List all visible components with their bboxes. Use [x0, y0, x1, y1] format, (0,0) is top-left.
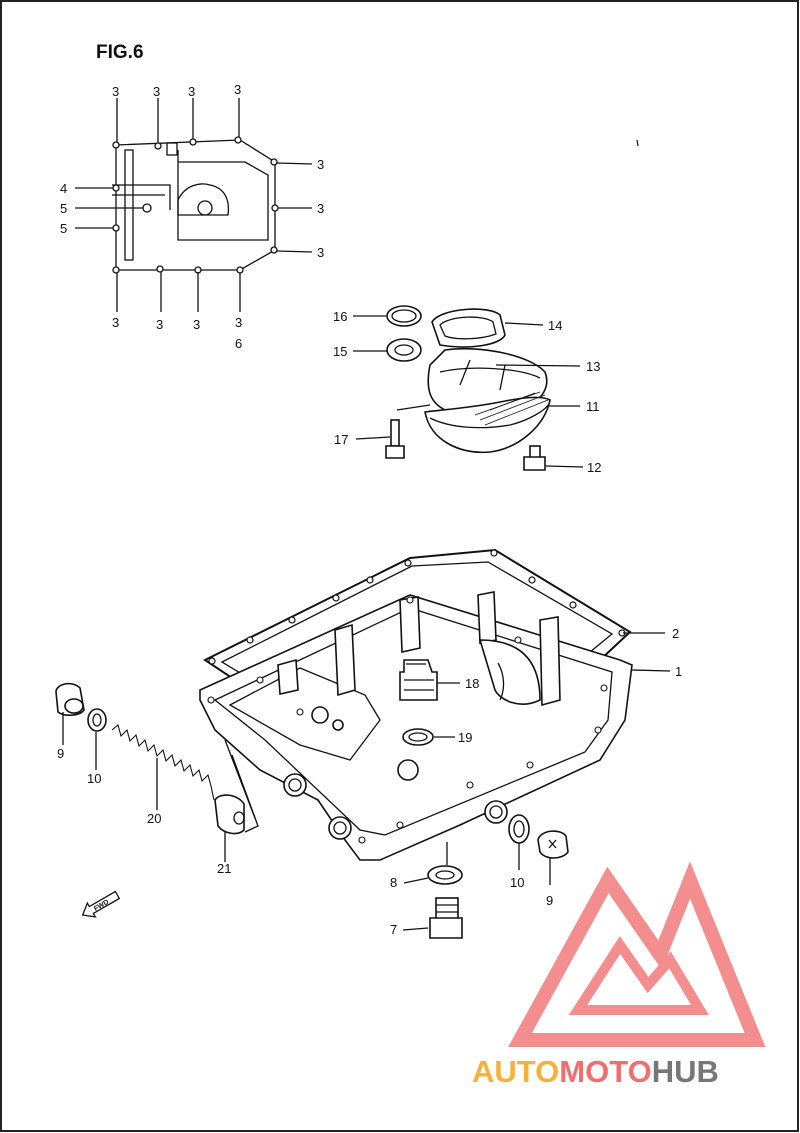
figure-title: FIG.6 [96, 42, 144, 63]
oil-pan-assembly [199, 548, 671, 861]
watermark-auto: AUTO [472, 1054, 559, 1089]
callout-3: 3 [234, 82, 241, 97]
callout-21: 21 [217, 861, 231, 876]
callout-17: 17 [334, 432, 348, 447]
callout-5: 5 [60, 221, 67, 236]
watermark-moto: MOTO [559, 1054, 651, 1089]
callout-9: 9 [546, 893, 553, 908]
callout-9: 9 [57, 746, 64, 761]
callout-10: 10 [510, 875, 524, 890]
callout-3: 3 [317, 245, 324, 260]
callout-3: 3 [235, 315, 242, 330]
callout-11: 11 [586, 399, 600, 414]
drain-plug-parts [402, 814, 569, 939]
callout-12: 12 [587, 460, 601, 475]
callout-14: 14 [548, 318, 562, 333]
callout-3: 3 [153, 84, 160, 99]
watermark-hub: HUB [652, 1054, 719, 1089]
callout-3: 3 [193, 317, 200, 332]
callout-3: 3 [188, 84, 195, 99]
callout-15: 15 [333, 344, 347, 359]
callout-20: 20 [147, 811, 161, 826]
callout-4: 4 [60, 181, 67, 196]
stray-mark [636, 139, 639, 147]
callout-3: 3 [317, 201, 324, 216]
oil-strainer-assembly [353, 305, 584, 471]
callout-7: 7 [390, 922, 397, 937]
callout-10: 10 [87, 771, 101, 786]
callout-13: 13 [586, 359, 600, 374]
callout-6: 6 [235, 336, 242, 351]
callout-16: 16 [333, 309, 347, 324]
callout-3: 3 [317, 157, 324, 172]
callout-3: 3 [156, 317, 163, 332]
fwd-label: FWD [93, 899, 110, 913]
watermark-text: AUTOMOTOHUB [472, 1054, 719, 1089]
forward-arrow-icon: FWD [81, 890, 121, 918]
callout-2: 2 [672, 626, 679, 641]
callout-3: 3 [112, 84, 119, 99]
relief-valve-parts [55, 682, 259, 862]
callout-19: 19 [458, 730, 472, 745]
callout-1: 1 [675, 664, 682, 679]
callout-18: 18 [465, 676, 479, 691]
automotohub-logo [508, 861, 766, 1047]
callout-3: 3 [112, 315, 119, 330]
callout-8: 8 [390, 875, 397, 890]
bolt-pattern-diagram [75, 98, 313, 312]
callout-5: 5 [60, 201, 67, 216]
